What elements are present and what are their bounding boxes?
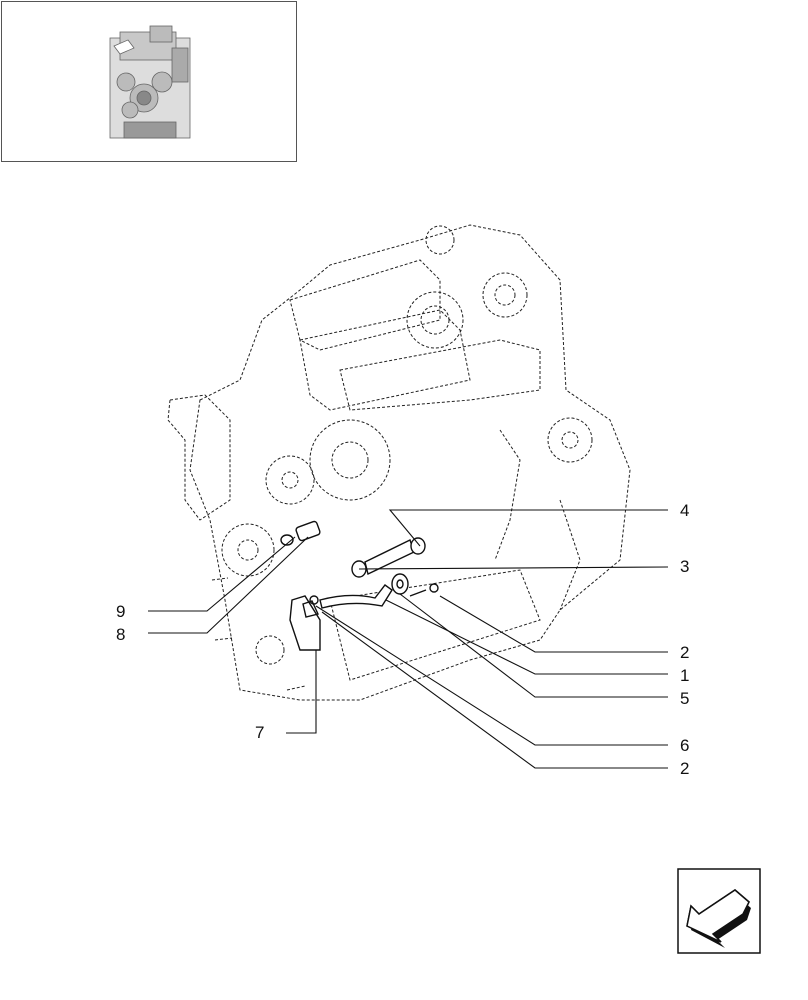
callout-label: 7 xyxy=(255,723,265,742)
previous-page-arrow-icon xyxy=(677,868,761,954)
callout-label: 2 xyxy=(680,643,690,662)
engine-overview-thumbnail xyxy=(1,1,297,162)
callout-label: 3 xyxy=(680,557,690,576)
callout-label: 8 xyxy=(116,625,126,644)
callout-label: 2 xyxy=(680,759,690,778)
callout-label: 1 xyxy=(680,666,690,685)
previous-page-button[interactable] xyxy=(677,868,761,954)
thumbnail-engine-icon xyxy=(109,25,191,139)
callout-label: 4 xyxy=(680,501,690,520)
callout-label: 6 xyxy=(680,736,690,755)
callout-label: 5 xyxy=(680,689,690,708)
callout-label: 9 xyxy=(116,602,126,621)
